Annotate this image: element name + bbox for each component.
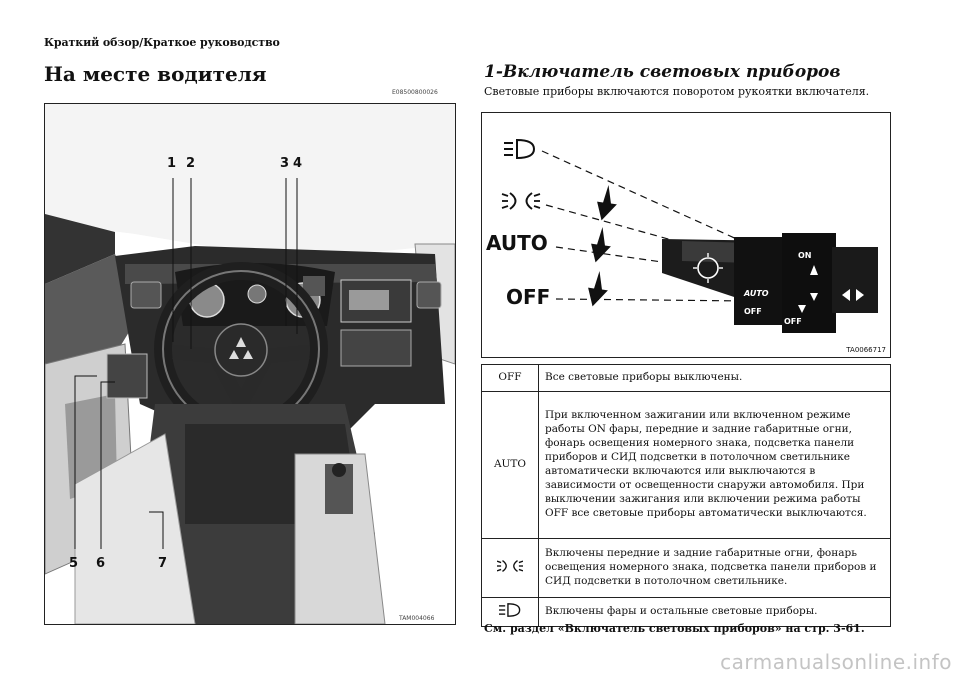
light-modes-table: OFF Все световые приборы выключены. AUTO… [481, 364, 891, 627]
figure-code-right: TA0066717 [846, 346, 886, 354]
switch-off-label: OFF [744, 307, 762, 316]
mode-description: Включены фары и остальные световые прибо… [538, 597, 891, 627]
section-title-left: На месте водителя [44, 62, 267, 86]
mode-description: Все световые приборы выключены. [538, 364, 891, 392]
figure-code-left: TAM004066 [399, 615, 435, 622]
mode-key: OFF [481, 364, 539, 392]
light-switch-drawing [501, 138, 878, 333]
headlight-icon [504, 138, 536, 160]
callout-7: 7 [158, 556, 168, 571]
callout-4: 4 [293, 156, 303, 171]
switch-auto-label: AUTO [744, 289, 769, 298]
mode-description: Включены передние и задние габаритные ог… [538, 538, 891, 598]
switch-on-label: ON [798, 251, 812, 260]
callout-3: 3 [280, 156, 290, 171]
reference-note: См. раздел «Включатель световых приборов… [484, 622, 865, 635]
off-label: OFF [506, 285, 551, 309]
watermark: carmanualsonline.info [720, 650, 952, 674]
dashboard-illustration: 1 2 3 4 5 6 7 [44, 103, 456, 625]
parking-lights-icon [501, 192, 541, 210]
page-header: Краткий обзор/Краткое руководство [44, 36, 280, 49]
light-switch-diagram: AUTO OFF ON AUTO OFF OFF TA0066717 [481, 112, 891, 358]
section-subtitle: Световые приборы включаются поворотом ру… [484, 85, 870, 98]
callout-5: 5 [69, 556, 79, 571]
table-row: AUTO При включенном зажигании или включе… [481, 391, 891, 539]
parking-lights-icon [496, 559, 524, 572]
doc-code: E08500800026 [392, 89, 438, 96]
mode-description: При включенном зажигании или включенном … [538, 391, 891, 539]
callout-2: 2 [186, 156, 196, 171]
callout-1: 1 [167, 156, 177, 171]
auto-label: AUTO [486, 231, 548, 255]
dashboard-drawing [45, 104, 455, 624]
section-title-right: 1-Включатель световых приборов [484, 62, 841, 82]
table-row: Включены фары и остальные световые прибо… [481, 597, 891, 627]
switch-off-label-2: OFF [784, 317, 802, 326]
mode-key-icon [481, 597, 539, 627]
table-row: Включены передние и задние габаритные ог… [481, 538, 891, 598]
mode-key-icon [481, 538, 539, 598]
table-row: OFF Все световые приборы выключены. [481, 364, 891, 392]
callout-6: 6 [96, 556, 106, 571]
headlight-icon [499, 602, 521, 617]
mode-key: AUTO [481, 391, 539, 539]
